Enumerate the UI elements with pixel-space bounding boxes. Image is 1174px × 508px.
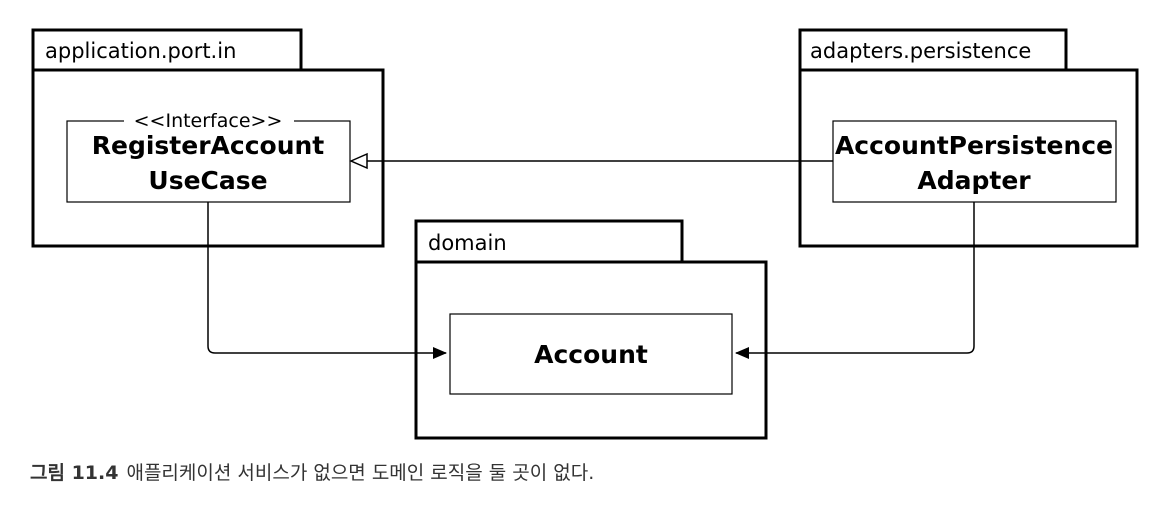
class-name-line2: Adapter — [917, 166, 1031, 195]
package-name-adapters-persistence: adapters.persistence — [810, 39, 1031, 63]
class-name-line1: AccountPersistence — [835, 131, 1113, 160]
figure-label: 그림 11.4 — [30, 462, 119, 484]
figure-caption-text: 애플리케이션 서비스가 없으면 도메인 로직을 둘 곳이 없다. — [126, 462, 595, 484]
package-name-domain: domain — [428, 231, 507, 255]
class-account: Account — [449, 313, 733, 395]
dependency-arrow-usecase-to-account — [207, 202, 447, 359]
class-name-account: Account — [534, 340, 648, 369]
figure-caption: 그림 11.4 애플리케이션 서비스가 없으면 도메인 로직을 둘 곳이 없다. — [30, 458, 594, 485]
class-name-line2: UseCase — [148, 166, 267, 195]
class-account-persistence-adapter: AccountPersistence Adapter — [832, 120, 1117, 203]
class-name-line1: RegisterAccount — [92, 131, 325, 160]
stereotype-label: <<Interface>> — [134, 110, 283, 132]
class-register-account-use-case: <<Interface>> RegisterAccount UseCase — [66, 110, 351, 203]
uml-diagram: application.port.in adapters.persistence… — [31, 28, 1139, 440]
dependency-arrow-adapter-to-account — [735, 202, 975, 359]
package-name-application-port-in: application.port.in — [45, 39, 236, 63]
realization-arrow — [349, 152, 833, 170]
